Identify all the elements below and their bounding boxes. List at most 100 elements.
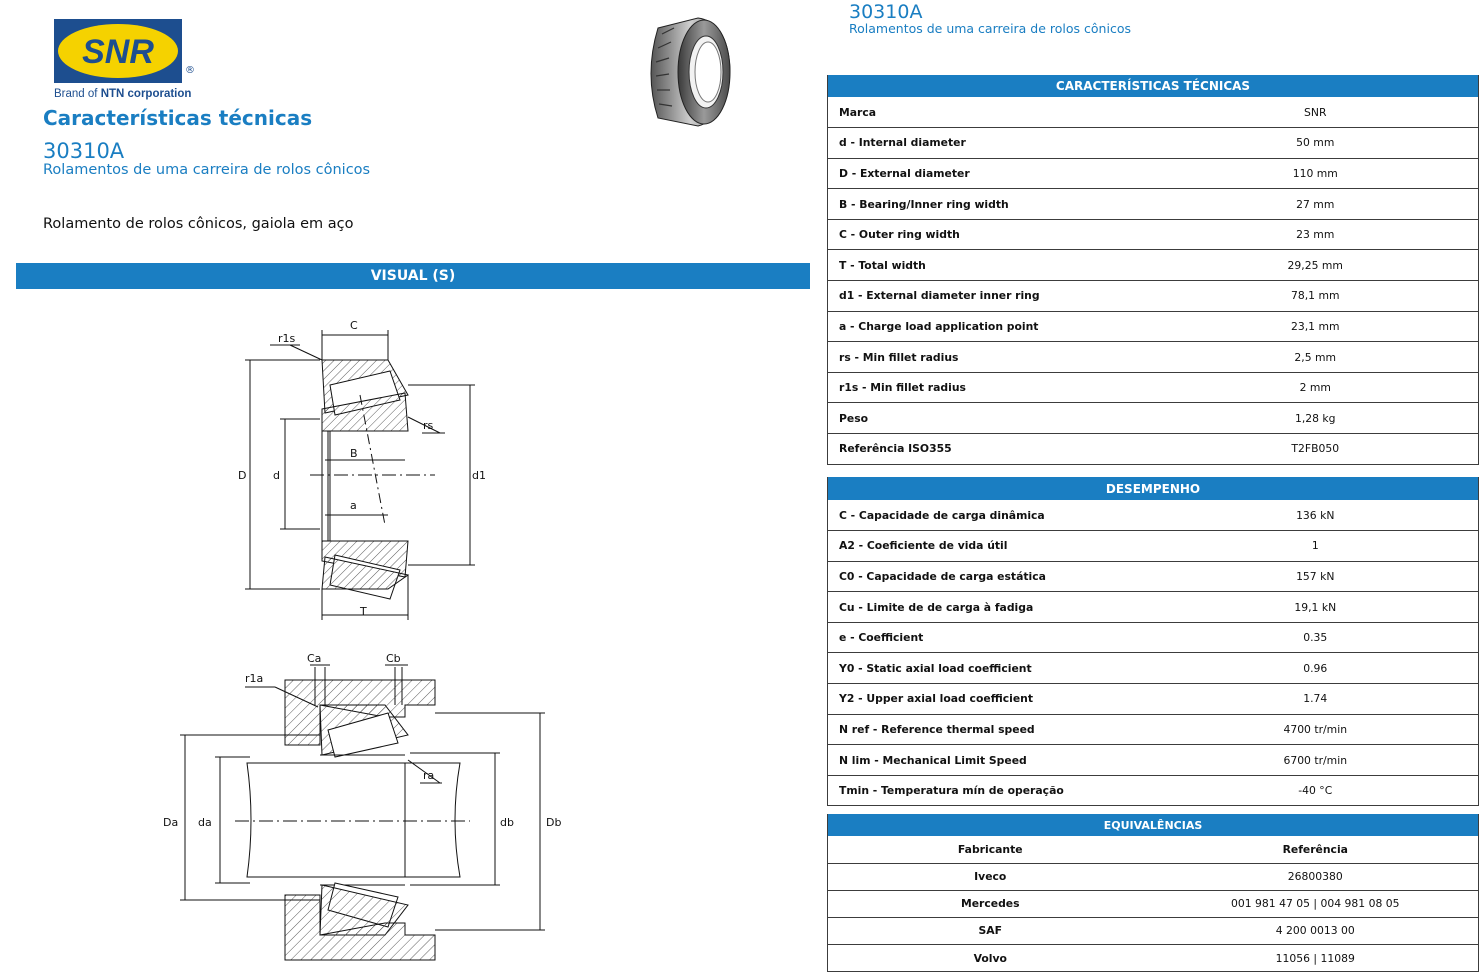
perf-heading: DESEMPENHO [827, 477, 1479, 500]
equiv-column-headers: Fabricante Referência [827, 836, 1479, 864]
row-label: D - External diameter [827, 158, 1153, 190]
visual-section-bar: VISUAL (S) [16, 263, 810, 289]
registered-mark: ® [185, 65, 194, 76]
label-B: B [350, 447, 358, 460]
label-Ca: Ca [307, 652, 321, 665]
bearing-cross-section-drawing: C r1s rs B D d d1 a T [238, 319, 486, 620]
row-label: N ref - Reference thermal speed [827, 714, 1153, 746]
row-label: SAF [827, 917, 1153, 946]
brand-of-text: Brand of [54, 88, 98, 100]
row-value: 23,1 mm [1152, 311, 1479, 343]
row-value: 6700 tr/min [1152, 744, 1479, 776]
row-value: 001 981 47 05 | 004 981 08 05 [1152, 890, 1479, 918]
row-value: 0.35 [1152, 622, 1479, 654]
logo-ellipse [58, 24, 178, 78]
label-da: da [198, 816, 212, 829]
row-value: 136 kN [1152, 500, 1479, 532]
label-r1a: r1a [245, 672, 263, 685]
row-value: 4700 tr/min [1152, 714, 1479, 746]
table-row: Tmin - Temperatura mín de operação-40 °C [827, 775, 1479, 807]
row-value: 1 [1152, 530, 1479, 562]
row-value: 157 kN [1152, 561, 1479, 593]
row-label: Mercedes [827, 890, 1153, 918]
row-value: 1,28 kg [1152, 402, 1479, 435]
label-C: C [350, 319, 358, 332]
snr-logo: SNR ® [54, 19, 194, 83]
label-T: T [359, 605, 367, 618]
product-description: Rolamento de rolos cônicos, gaiola em aç… [43, 216, 354, 232]
row-label: Cu - Limite de de carga à fadiga [827, 591, 1153, 623]
row-value: 0.96 [1152, 652, 1479, 685]
label-r1s: r1s [278, 332, 296, 345]
row-value: 19,1 kN [1152, 591, 1479, 623]
row-label: e - Coefficient [827, 622, 1153, 654]
product-subtitle: Rolamentos de uma carreira de rolos côni… [43, 162, 371, 178]
row-label: T - Total width [827, 249, 1153, 282]
row-value: 23 mm [1152, 219, 1479, 251]
row-label: Volvo [827, 944, 1153, 973]
row-label: Y0 - Static axial load coefficient [827, 652, 1153, 685]
col-maker: Fabricante [827, 836, 1153, 864]
brand-line: Brand of NTN corporation [54, 88, 191, 100]
right-product-code: 30310A [849, 1, 923, 23]
logo-text: SNR [82, 33, 154, 71]
row-label: Peso [827, 402, 1153, 435]
row-label: d - Internal diameter [827, 127, 1153, 159]
row-label: Referência ISO355 [827, 433, 1153, 465]
equiv-table-header: EQUIVALÊNCIAS [827, 814, 1479, 836]
label-d1: d1 [472, 469, 486, 482]
roller-lines [655, 27, 675, 107]
row-label: A2 - Coeficiente de vida útil [827, 530, 1153, 562]
right-product-subtitle: Rolamentos de uma carreira de rolos côni… [849, 21, 1131, 36]
label-db: db [500, 816, 514, 829]
row-label: N lim - Mechanical Limit Speed [827, 744, 1153, 776]
row-value: T2FB050 [1152, 433, 1479, 465]
row-value: 29,25 mm [1152, 249, 1479, 282]
row-label: r1s - Min fillet radius [827, 372, 1153, 404]
label-ra: ra [423, 769, 434, 782]
tech-heading: CARACTERÍSTICAS TÉCNICAS [827, 75, 1479, 97]
row-value: 110 mm [1152, 158, 1479, 190]
product-code: 30310A [43, 139, 125, 163]
row-value: 27 mm [1152, 188, 1479, 220]
row-value: 78,1 mm [1152, 280, 1479, 312]
row-label: Y2 - Upper axial load coefficient [827, 683, 1153, 715]
row-value: 2,5 mm [1152, 341, 1479, 373]
row-label: B - Bearing/Inner ring width [827, 188, 1153, 220]
row-value: 1.74 [1152, 683, 1479, 715]
row-value: -40 °C [1152, 775, 1479, 807]
product-photo [650, 17, 731, 127]
row-label: Marca [827, 97, 1153, 129]
page-title: Características técnicas [43, 106, 313, 130]
row-label: Tmin - Temperatura mín de operação [827, 775, 1153, 807]
row-label: C0 - Capacidade de carga estática [827, 561, 1153, 593]
mounting-dimensions-drawing: Ca Cb r1a ra Da da db Db [163, 652, 561, 961]
row-label: Iveco [827, 863, 1153, 891]
perf-table-header: DESEMPENHO [827, 477, 1479, 500]
label-d: d [273, 469, 280, 482]
label-a: a [350, 499, 357, 512]
row-label: a - Charge load application point [827, 311, 1153, 343]
row-value: 4 200 0013 00 [1152, 917, 1479, 946]
